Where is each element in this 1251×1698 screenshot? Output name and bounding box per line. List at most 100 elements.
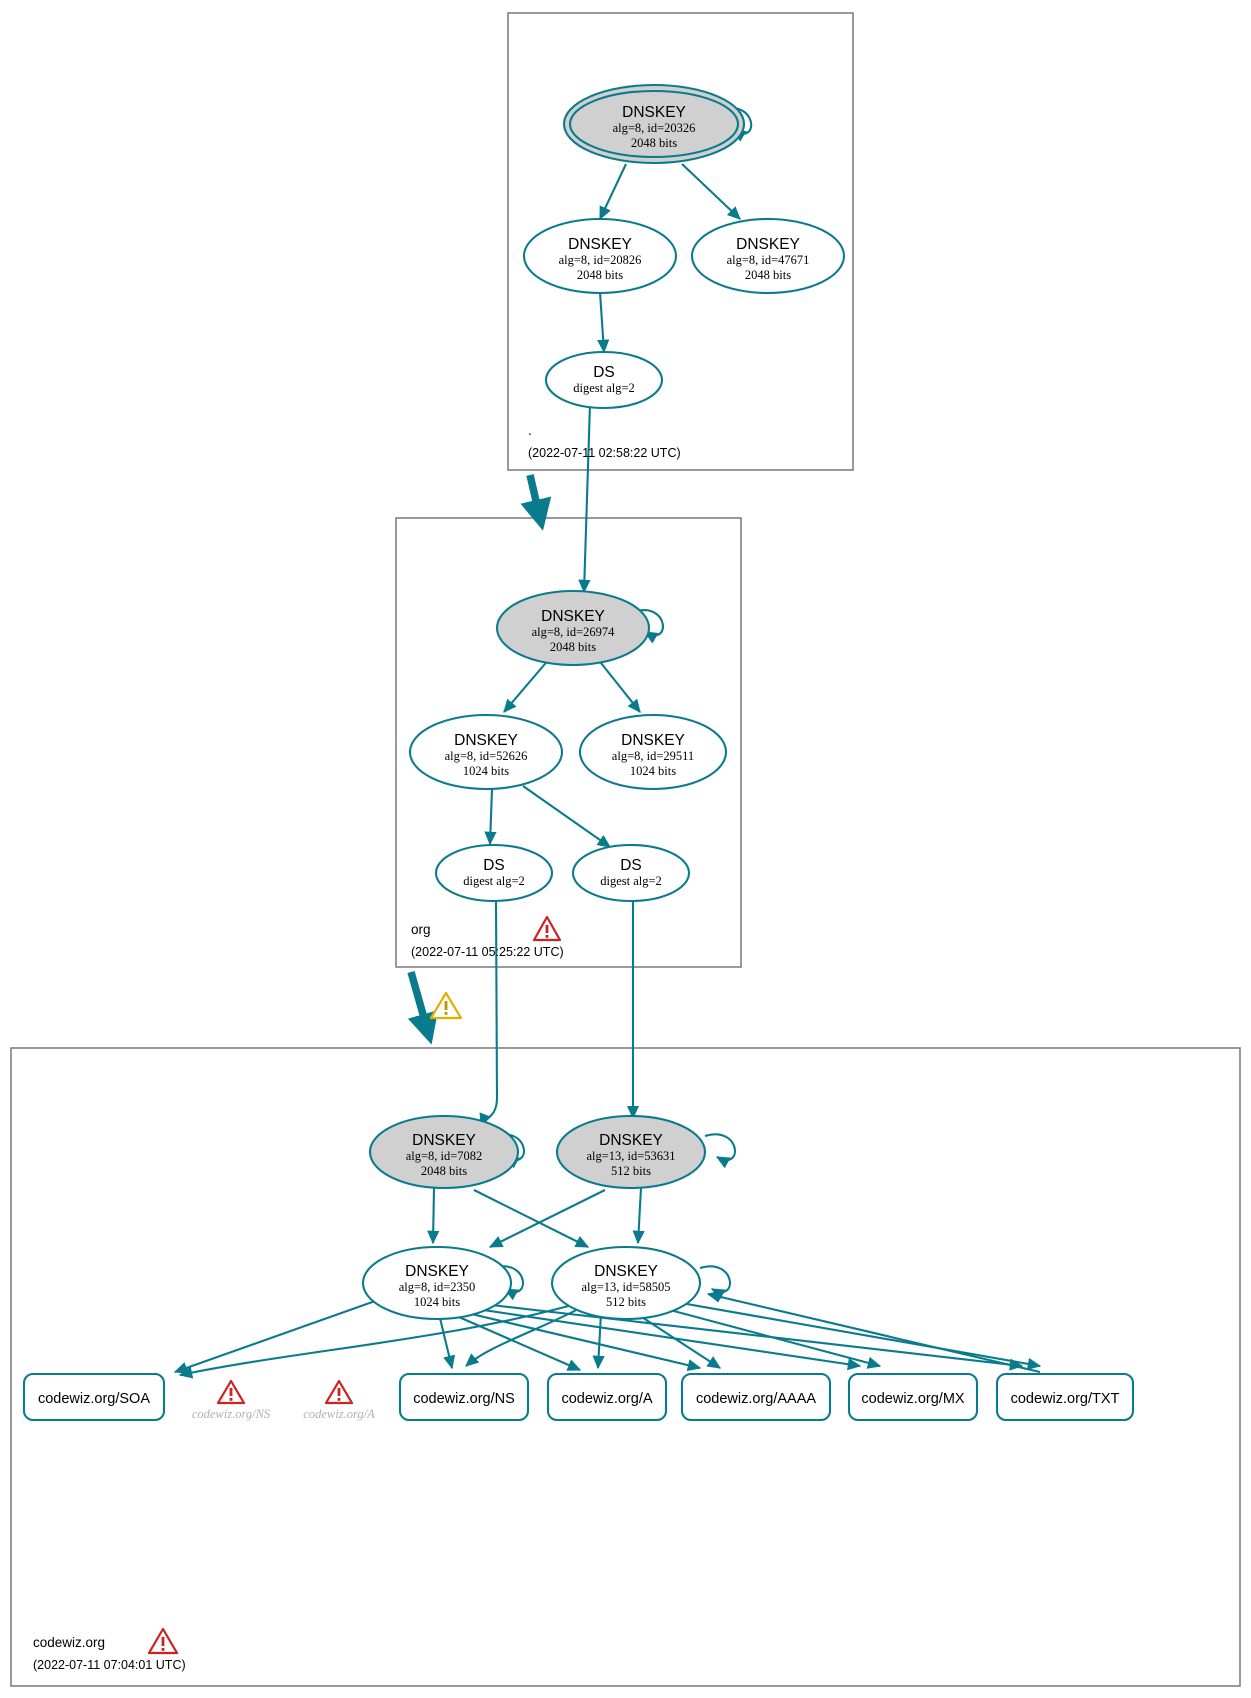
- zone-name-org: org: [411, 922, 431, 937]
- edge-cw-zsk58505-incoming-right: [706, 1290, 1041, 1374]
- edge-cw-zsk58505-to-soa: [178, 1300, 584, 1379]
- edge-cw-zsk2350-to-aaaa: [462, 1310, 702, 1372]
- ghost-rrset-label-ns: codewiz.org/NS: [192, 1407, 271, 1421]
- node-label-cw-58505-title: DNSKEY: [594, 1263, 658, 1280]
- rrset-box-mx[interactable]: [847, 1372, 979, 1422]
- node-label-org-ds1-line1: digest alg=2: [463, 874, 525, 888]
- node-label-cw-2350-line1: alg=8, id=2350: [399, 1280, 476, 1294]
- rrset-label-mx: codewiz.org/MX: [861, 1391, 964, 1407]
- node-label-cw-53631-line1: alg=13, id=53631: [586, 1149, 675, 1163]
- node-label-root-20826-line2: 2048 bits: [577, 268, 623, 282]
- node-label-org-26974-title: DNSKEY: [541, 608, 605, 625]
- node-label-root-20326-line2: 2048 bits: [631, 136, 677, 150]
- rrset-box-aaaa[interactable]: [680, 1372, 832, 1422]
- edge-self-cw-zsk58505: [699, 1265, 731, 1301]
- edge-cw-zsk58505-to-aaaa: [633, 1311, 722, 1369]
- edge-cw-zsk58505-to-a: [592, 1312, 605, 1370]
- node-label-org-29511-line2: 1024 bits: [630, 764, 676, 778]
- node-dnskey-cw-53631[interactable]: [555, 1114, 707, 1190]
- edge-org-ksk-to-zsk52626: [503, 657, 551, 713]
- edge-cw-zsk58505-to-ns: [465, 1304, 587, 1367]
- node-label-cw-7082-title: DNSKEY: [412, 1132, 476, 1149]
- node-label-org-52626-line1: alg=8, id=52626: [445, 749, 528, 763]
- delegation-arrow-org-to-codewiz: [407, 970, 439, 1045]
- node-label-cw-7082-line1: alg=8, id=7082: [406, 1149, 483, 1163]
- node-label-org-26974-line2: 2048 bits: [550, 640, 596, 654]
- node-label-org-26974-line1: alg=8, id=26974: [532, 625, 616, 639]
- warning-triangle-icon-delegation[interactable]: [429, 991, 463, 1020]
- node-label-root-ds-title: DS: [593, 364, 615, 381]
- error-triangle-icon-codewiz[interactable]: [147, 1627, 179, 1655]
- node-dnskey-cw-2350[interactable]: [361, 1245, 513, 1321]
- node-label-org-29511-title: DNSKEY: [621, 732, 685, 749]
- rrset-box-a[interactable]: [546, 1372, 668, 1422]
- error-triangle-icon-org[interactable]: [532, 915, 562, 942]
- node-ds-org-1[interactable]: [434, 843, 554, 903]
- node-ds-root[interactable]: [544, 350, 664, 410]
- node-label-cw-53631-title: DNSKEY: [599, 1132, 663, 1149]
- node-label-root-47671-title: DNSKEY: [736, 236, 800, 253]
- zone-name-codewiz: codewiz.org: [33, 1635, 105, 1650]
- edge-cw-zsk2350-to-soa: [173, 1299, 379, 1374]
- edge-cw-ksk7082-to-zsk2350: [427, 1187, 440, 1245]
- ghost-rrset-label-a: codewiz.org/A: [303, 1407, 375, 1421]
- node-label-cw-7082-line2: 2048 bits: [421, 1164, 467, 1178]
- edge-cw-ksk53631-to-zsk2350: [488, 1189, 606, 1248]
- rrset-label-soa: codewiz.org/SOA: [38, 1391, 150, 1407]
- delegation-arrow-root-to-org: [520, 474, 552, 531]
- zone-box-codewiz: [10, 1047, 1241, 1687]
- edge-cw-zsk58505-to-mx: [654, 1304, 882, 1369]
- node-label-cw-2350-title: DNSKEY: [405, 1263, 469, 1280]
- node-label-root-ds-line1: digest alg=2: [573, 381, 635, 395]
- node-dnskey-org-29511[interactable]: [578, 713, 728, 791]
- edge-org-ds1-to-cw-ksk7082: [479, 898, 499, 1128]
- edge-cw-zsk2350-to-mx: [469, 1306, 862, 1371]
- node-label-root-20826-title: DNSKEY: [568, 236, 632, 253]
- edge-root-zsk-to-ds: [597, 291, 610, 354]
- zone-timestamp-org: (2022-07-11 05:25:22 UTC): [411, 945, 564, 959]
- node-label-org-ds2-title: DS: [620, 857, 642, 874]
- rrset-box-soa[interactable]: [22, 1372, 166, 1422]
- edge-org-zsk-to-ds1: [484, 788, 497, 846]
- node-dnskey-org-26974[interactable]: [495, 589, 651, 667]
- zone-box-org: [395, 517, 742, 968]
- node-ds-org-2[interactable]: [571, 843, 691, 903]
- node-label-root-20326-title: DNSKEY: [622, 104, 686, 121]
- edge-self-cw-ksk53631: [704, 1133, 736, 1169]
- node-dnskey-root-20826[interactable]: [522, 217, 678, 295]
- edge-root-ksk-to-zsk20826: [599, 163, 627, 221]
- zone-box-root: [507, 12, 854, 471]
- node-label-root-20826-line1: alg=8, id=20826: [559, 253, 642, 267]
- node-dnskey-root-47671[interactable]: [690, 217, 846, 295]
- node-label-cw-58505-line1: alg=13, id=58505: [581, 1280, 670, 1294]
- error-triangle-icon-ghost-a[interactable]: [324, 1379, 354, 1405]
- rrset-label-aaaa: codewiz.org/AAAA: [696, 1391, 816, 1407]
- node-label-org-52626-line2: 1024 bits: [463, 764, 509, 778]
- edge-cw-zsk2350-to-ns: [437, 1313, 456, 1370]
- node-dnskey-org-52626[interactable]: [408, 713, 564, 791]
- node-dnskey-cw-58505[interactable]: [550, 1245, 702, 1321]
- edge-cw-zsk2350-to-txt: [473, 1301, 1024, 1371]
- node-label-org-52626-title: DNSKEY: [454, 732, 518, 749]
- zone-name-root: .: [528, 423, 532, 438]
- edge-org-zsk-to-ds2: [522, 785, 612, 848]
- error-triangle-icon-ghost-ns[interactable]: [216, 1379, 246, 1405]
- edge-cw-ksk53631-to-zsk58505: [632, 1187, 645, 1245]
- rrset-box-txt[interactable]: [995, 1372, 1135, 1422]
- node-label-org-ds2-line1: digest alg=2: [600, 874, 662, 888]
- rrset-box-ns[interactable]: [398, 1372, 530, 1422]
- node-dnskey-root-20326-inner[interactable]: [568, 89, 740, 159]
- node-label-root-47671-line1: alg=8, id=47671: [727, 253, 810, 267]
- node-label-org-29511-line1: alg=8, id=29511: [612, 749, 694, 763]
- zone-timestamp-root: (2022-07-11 02:58:22 UTC): [528, 446, 681, 460]
- edge-self-org-ksk: [632, 609, 664, 644]
- edge-org-ksk-to-zsk29511: [596, 657, 641, 713]
- rrset-label-a: codewiz.org/A: [561, 1391, 652, 1407]
- node-label-org-ds1-title: DS: [483, 857, 505, 874]
- node-label-root-20326-line1: alg=8, id=20326: [613, 121, 696, 135]
- node-dnskey-cw-7082[interactable]: [368, 1114, 520, 1190]
- node-label-root-47671-line2: 2048 bits: [745, 268, 791, 282]
- rrset-label-txt: codewiz.org/TXT: [1011, 1391, 1120, 1407]
- node-label-cw-53631-line2: 512 bits: [611, 1164, 651, 1178]
